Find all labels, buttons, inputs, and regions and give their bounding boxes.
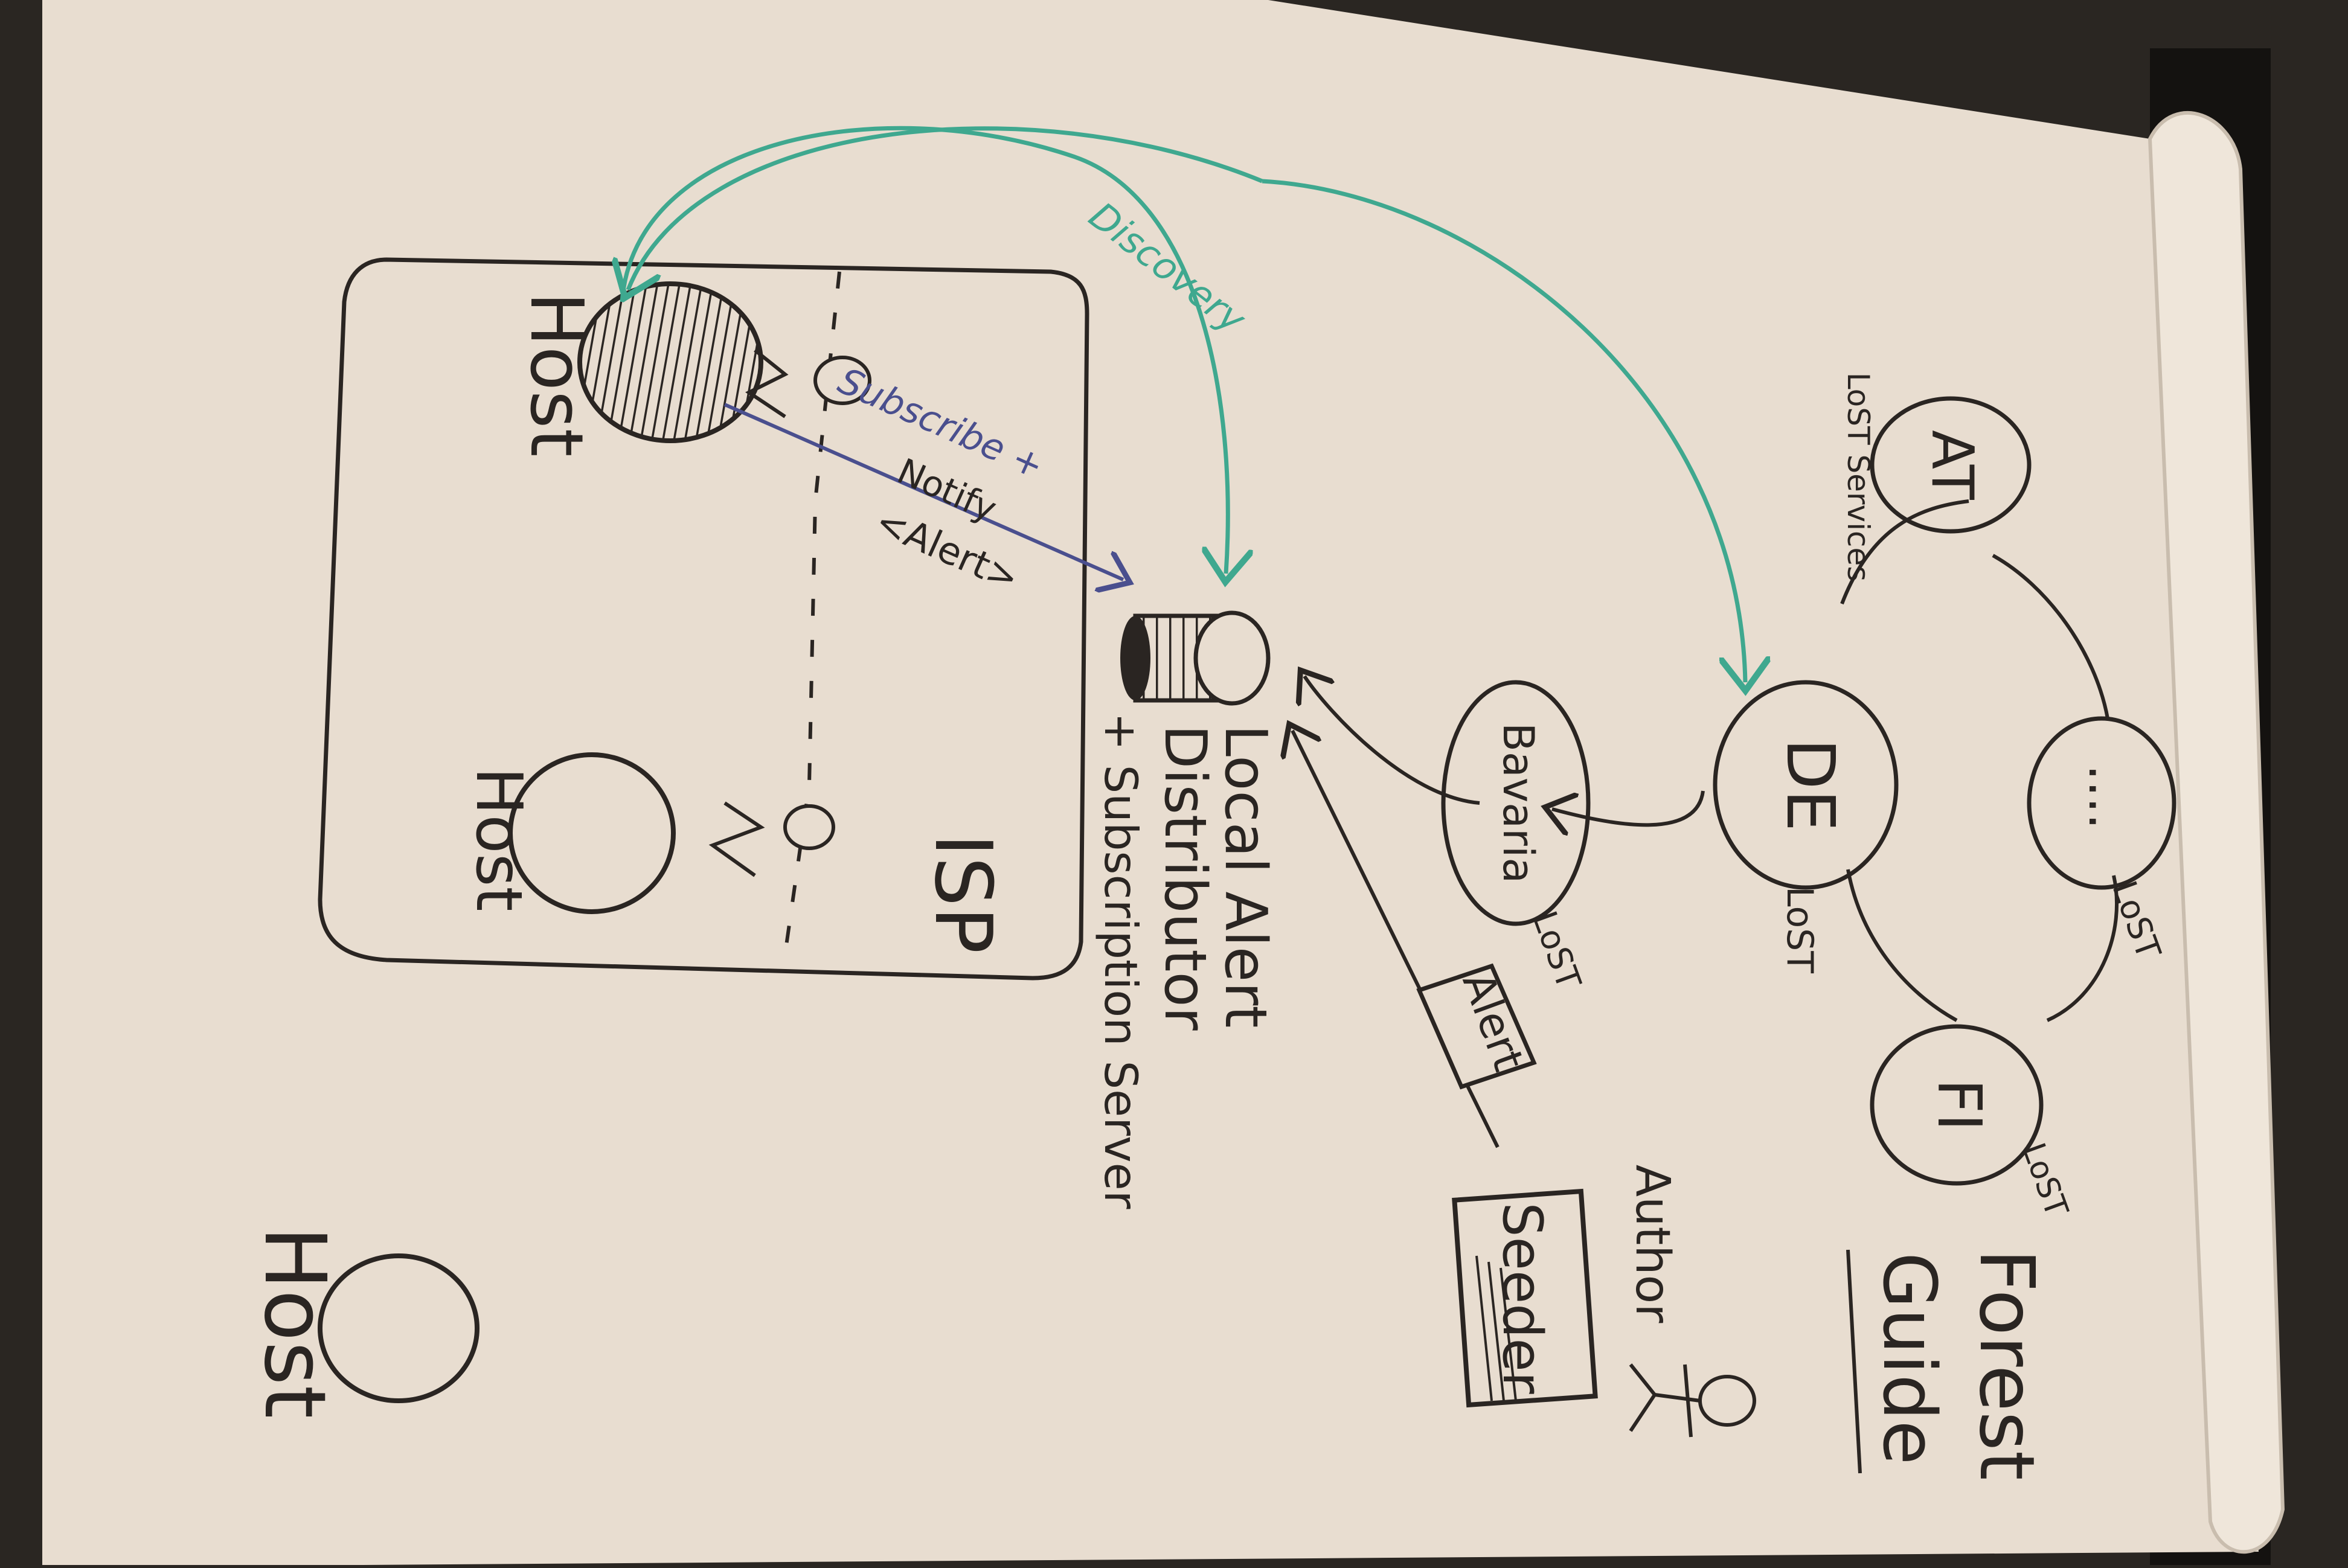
isp-dashed-line <box>783 271 841 955</box>
host-icon <box>318 1253 480 1403</box>
lost-node-de-label: DE <box>1772 738 1849 831</box>
lost-node-fi-label: FI <box>1924 1078 1995 1131</box>
server-icon <box>1120 610 1271 706</box>
seeder-box <box>1452 1188 1598 1408</box>
lost-node-at <box>1870 396 2032 534</box>
lost-node-fi <box>1870 1024 2044 1186</box>
isp-box <box>318 257 1089 981</box>
server-label-line2: Distributor <box>1152 725 1218 1031</box>
de-bavaria-link <box>1552 790 1705 825</box>
link-icon <box>708 801 765 877</box>
discovery-arrow-to-server <box>620 126 1228 574</box>
seeder-hatch <box>1475 1255 1517 1401</box>
host-subscribed-icon <box>577 281 763 443</box>
access-point-icon <box>783 804 835 850</box>
server-label-line1: Local Alert <box>1212 725 1278 1028</box>
host-label: Host <box>245 1226 344 1419</box>
lost-node-bavaria <box>1441 680 1591 926</box>
forest-guide-title-line1: Forest <box>1963 1249 2050 1480</box>
forest-guide-underline <box>1846 1249 1862 1474</box>
lost-node-bavaria-label: Bavaria <box>1493 723 1543 883</box>
ring-link <box>2046 875 2119 1022</box>
bavaria-to-server-arrow <box>1304 676 1480 805</box>
link-icon <box>745 348 789 418</box>
lost-node-at-label: AT <box>1919 430 1985 501</box>
discovery-arrow-to-host <box>628 126 1263 290</box>
lost-node-other <box>2027 716 2176 890</box>
paper-roll <box>2148 111 2285 1554</box>
host-label: Host <box>462 767 536 911</box>
forest-guide-title-line2: Guide <box>1867 1252 1951 1465</box>
ring-link <box>1846 869 1958 1022</box>
server-label-line3: + Subscription Server <box>1094 712 1147 1209</box>
alert-message-icon <box>1416 963 1537 1090</box>
subscribe-arrow <box>723 403 1123 580</box>
lost-node-other-label: .... <box>2077 764 2137 830</box>
discovery-arrow-to-de <box>1262 179 1745 682</box>
ring-link <box>1840 499 1969 605</box>
author-icon <box>1629 1363 1756 1438</box>
lost-node-at-sublabel: LoST Services <box>1841 373 1876 582</box>
host-icon <box>508 752 676 914</box>
seeder-label: Seeder <box>1490 1202 1554 1394</box>
isp-label: ISP <box>917 833 1009 953</box>
access-point-icon <box>813 356 871 405</box>
ring-link <box>1992 554 2109 719</box>
lost-node-de <box>1713 680 1899 890</box>
author-label: Author <box>1625 1165 1679 1324</box>
host-label: Host <box>514 292 598 456</box>
lost-node-de-sublabel: LoST <box>1779 886 1821 973</box>
